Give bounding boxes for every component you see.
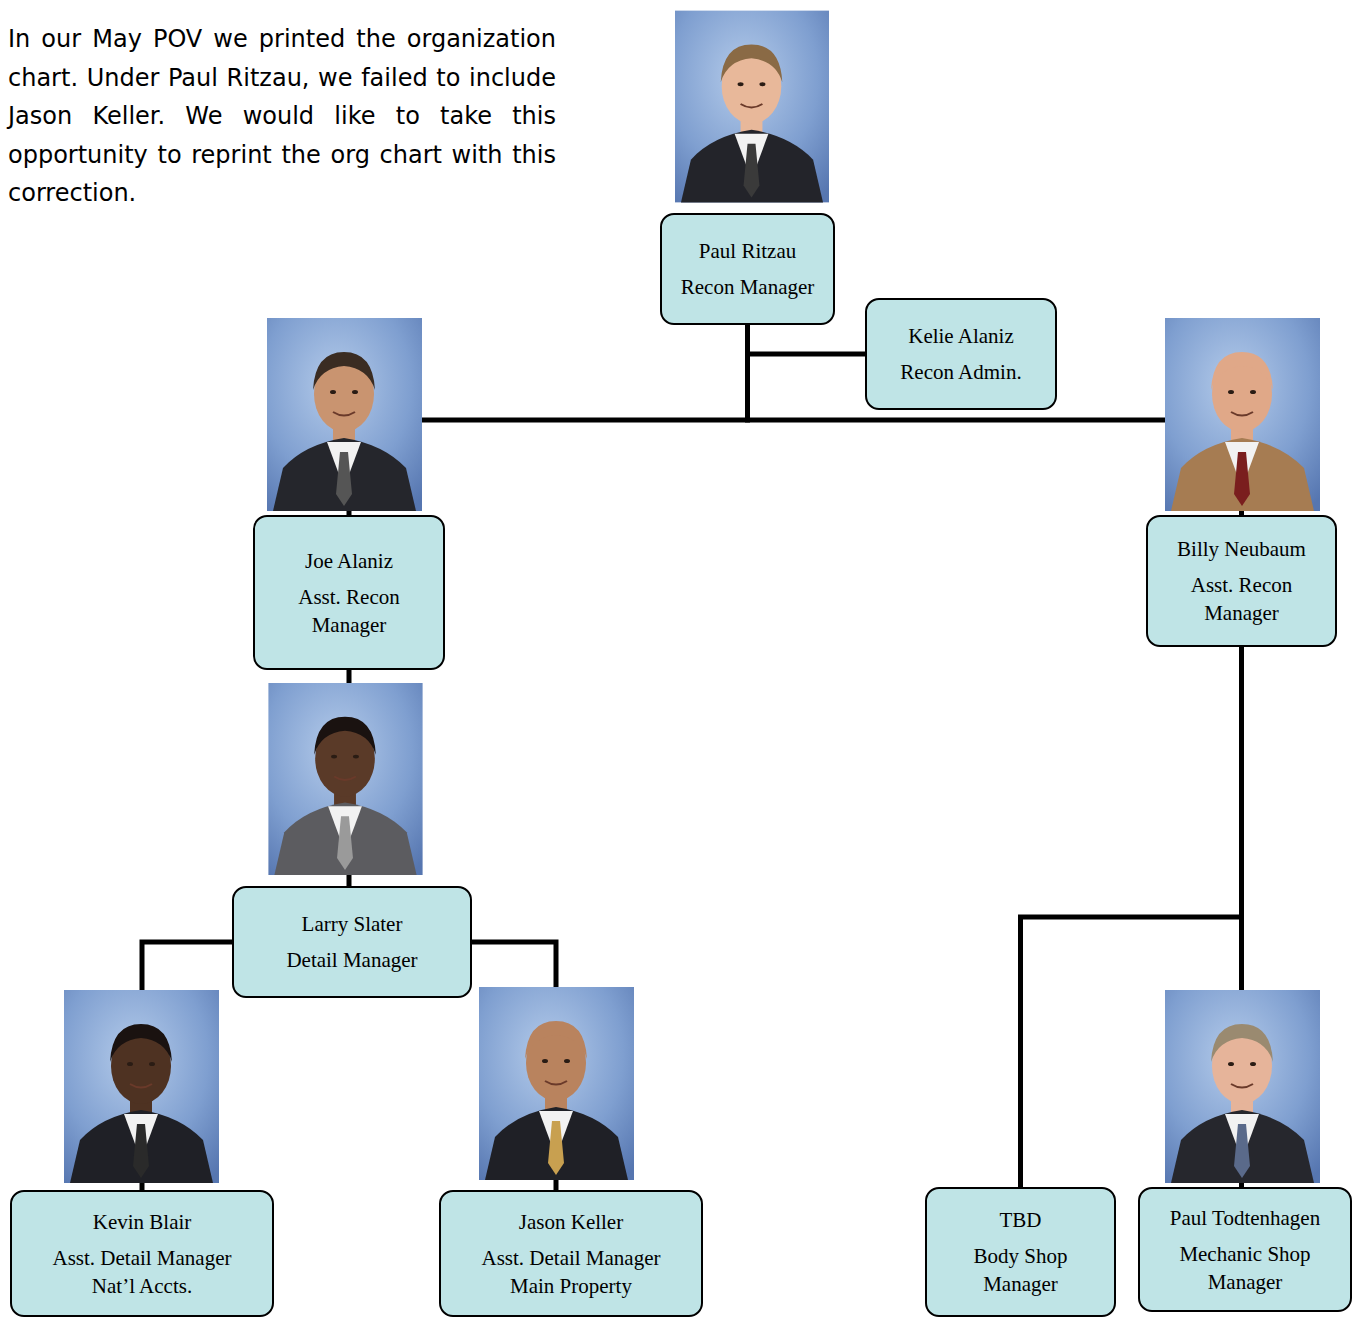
org-box: Kelie AlanizRecon Admin. (865, 298, 1057, 410)
job-title: Mechanic Shop Manager (1160, 1240, 1330, 1296)
reporting-line (748, 325, 866, 354)
org-box: Joe AlanizAsst. Recon Manager (253, 515, 445, 670)
org-box: Paul TodtenhagenMechanic Shop Manager (1138, 1187, 1352, 1312)
org-box: Larry SlaterDetail Manager (232, 886, 472, 998)
portrait-photo (1165, 990, 1320, 1183)
person-name: Joe Alaniz (305, 547, 393, 575)
portrait-photo (1165, 318, 1320, 511)
person-name: Kelie Alaniz (908, 322, 1014, 350)
org-box: Paul RitzauRecon Manager (660, 213, 835, 325)
job-title: Recon Admin. (900, 358, 1021, 386)
job-title: Recon Manager (681, 273, 815, 301)
job-title: Asst. Detail Manager Nat’l Accts. (35, 1244, 250, 1300)
portrait-photo (267, 318, 422, 511)
portrait-photo (675, 11, 829, 203)
portrait-photo (479, 987, 634, 1180)
job-title: Asst. Recon Manager (1167, 571, 1317, 627)
person-name: TBD (1000, 1206, 1042, 1234)
person-name: Jason Keller (519, 1208, 623, 1236)
correction-note: In our May POV we printed the organizati… (8, 20, 556, 213)
portrait-photo (268, 683, 422, 875)
job-title: Asst. Recon Manager (274, 583, 424, 639)
org-box: TBD Body Shop Manager (925, 1187, 1116, 1317)
job-title: Asst. Detail Manager Main Property (464, 1244, 679, 1300)
person-name: Larry Slater (302, 910, 403, 938)
org-box: Billy NeubaumAsst. Recon Manager (1146, 515, 1337, 647)
portrait-photo (64, 990, 219, 1183)
org-box: Kevin BlairAsst. Detail Manager Nat’l Ac… (10, 1190, 274, 1317)
org-box: Jason KellerAsst. Detail Manager Main Pr… (439, 1190, 703, 1317)
job-title: Body Shop Manager (956, 1242, 1086, 1298)
person-name: Paul Ritzau (699, 237, 796, 265)
person-name: Kevin Blair (93, 1208, 192, 1236)
job-title: Detail Manager (286, 946, 417, 974)
person-name: Paul Todtenhagen (1170, 1204, 1320, 1232)
person-name: Billy Neubaum (1177, 535, 1306, 563)
